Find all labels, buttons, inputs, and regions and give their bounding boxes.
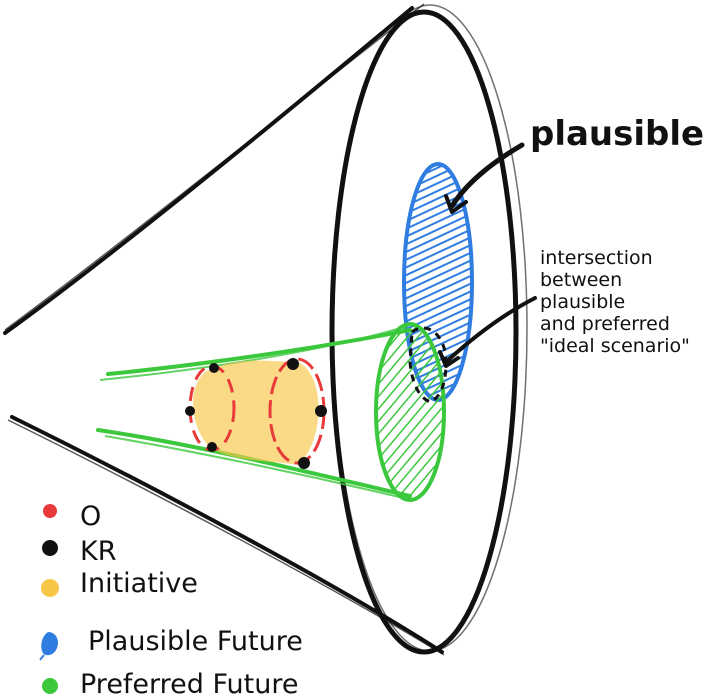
outer-cone-mouth-sketch — [332, 4, 528, 652]
preferred-future-cone — [96, 322, 446, 502]
preferred-cone-lower-edge-sketch — [104, 435, 413, 501]
legend-label: KR — [80, 536, 116, 567]
plausible-label: plausible — [530, 114, 704, 154]
outer-cone-upper-edge — [3, 6, 414, 335]
legend-item-objective: O — [43, 501, 101, 532]
outer-cone-lower-edge-sketch — [7, 419, 445, 656]
legend-label: Preferred Future — [80, 669, 299, 700]
blue-drop-icon — [41, 632, 58, 656]
outer-cone-upper-edge-sketch — [4, 3, 425, 331]
black-dot-icon — [42, 540, 58, 556]
initiative-fill — [192, 360, 319, 465]
legend-label: Plausible Future — [88, 626, 303, 657]
outer-cone — [3, 3, 528, 656]
preferred-future-region — [374, 322, 446, 502]
key-result-dot — [185, 406, 195, 416]
intersection-label-line: between — [540, 269, 622, 291]
intersection-label-line: "ideal scenario" — [540, 335, 690, 357]
key-result-dot — [207, 442, 217, 452]
key-result-dot — [315, 405, 327, 417]
intersection-label-line: intersection — [540, 247, 653, 269]
outer-cone-lower-edge — [10, 415, 444, 654]
initiative-cylinder — [185, 357, 327, 469]
preferred-cone-upper-edge — [106, 328, 412, 376]
legend-label: O — [80, 501, 101, 532]
key-result-dot — [209, 363, 219, 373]
intersection-label: intersection between plausible and prefe… — [540, 247, 690, 357]
intersection-arrow — [438, 296, 537, 368]
plausible-arrow — [444, 142, 525, 214]
yellow-dot-icon — [41, 579, 59, 597]
key-result-dot — [287, 358, 299, 370]
intersection-label-line: and preferred — [540, 313, 670, 335]
legend-item-initiative: Initiative — [41, 568, 198, 599]
preferred-cone-upper-edge-sketch — [99, 325, 409, 381]
intersection-label-line: plausible — [540, 291, 625, 313]
key-result-dot — [298, 457, 310, 469]
legend-label: Initiative — [80, 568, 198, 599]
legend-item-plausible-future: Plausible Future — [39, 626, 303, 661]
legend-item-key-result: KR — [42, 536, 116, 567]
green-dot-icon — [42, 678, 58, 694]
red-dot-icon — [43, 504, 57, 518]
legend-item-preferred-future: Preferred Future — [42, 669, 299, 700]
intersection-region — [408, 326, 448, 404]
legend: O KR Initiative Plausible Future Preferr… — [39, 501, 303, 700]
preferred-cone-lower-edge — [96, 428, 412, 498]
outer-cone-mouth-ellipse — [329, 9, 519, 655]
